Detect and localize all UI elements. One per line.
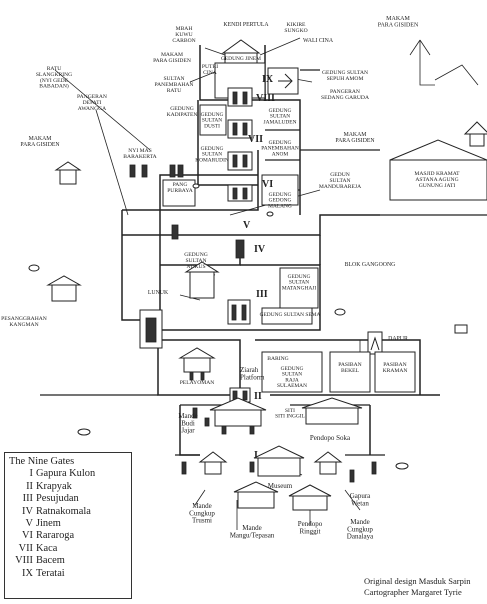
buildings bbox=[28, 39, 487, 511]
legend-item-number: IX bbox=[22, 567, 33, 579]
legend-item-name: Bacem bbox=[36, 555, 65, 567]
label-gedung-sultan-sema: GEDUNG SULTAN SEMA bbox=[260, 312, 321, 318]
gate-numeral: II bbox=[254, 391, 262, 402]
gate-numeral: VII bbox=[248, 134, 263, 145]
legend-item-number: VI bbox=[22, 530, 33, 542]
legend-item-number: III bbox=[22, 493, 33, 505]
legend-item-name: Gapura Kulon bbox=[36, 468, 96, 480]
legend-item-name: Ratnakomala bbox=[36, 505, 91, 517]
gate-numeral: VI bbox=[262, 179, 273, 190]
complex-walls bbox=[40, 45, 487, 456]
legend-item-name: Pesujudan bbox=[36, 493, 79, 505]
legend-item-name: Teratai bbox=[36, 567, 65, 579]
label-gedung-jinem: GEDUNG JINEM bbox=[221, 56, 261, 62]
gate-numeral: I bbox=[254, 450, 258, 461]
label-lunuk: LUNUK bbox=[148, 290, 169, 296]
label-pendopo-soka: Pendopo Soka bbox=[310, 434, 351, 442]
label-blok-gangoong: BLOK GANGOONG bbox=[345, 262, 396, 268]
legend-title: The Nine Gates bbox=[9, 456, 75, 467]
gate-numeral: V bbox=[243, 220, 251, 231]
label-pelayoman: PELAYOMAN bbox=[180, 380, 215, 386]
gate-numeral: VIII bbox=[256, 93, 275, 104]
legend-item-number: II bbox=[26, 480, 33, 492]
credit-cartographer: Cartographer Margaret Tyrie bbox=[364, 587, 462, 597]
legend-item-name: Jinem bbox=[36, 518, 61, 530]
legend-item-number: VII bbox=[18, 542, 33, 554]
legend-item-number: VIII bbox=[15, 555, 33, 567]
label-dapur: DAPUR bbox=[388, 336, 408, 342]
legend-item-name: Kaca bbox=[36, 542, 58, 554]
gate-numeral: III bbox=[256, 289, 268, 300]
label-wali-cina: WALI CINA bbox=[303, 38, 334, 44]
legend-item-number: IV bbox=[22, 505, 33, 517]
legend-item-number: I bbox=[29, 468, 33, 480]
label-baring: BARING bbox=[267, 356, 288, 362]
credit-design: Original design Masduk Sarpin bbox=[364, 576, 471, 586]
legend-item-name: Krapyak bbox=[36, 480, 72, 492]
gate-numerals: IX VIII VII VI V IV III II I bbox=[243, 74, 275, 461]
label-kendi-pertula: KENDI PERTULA bbox=[223, 22, 269, 28]
gate-numeral: IX bbox=[262, 74, 274, 85]
credit-block: Original design Masduk Sarpin Cartograph… bbox=[364, 576, 486, 598]
gate-numeral: IV bbox=[254, 244, 266, 255]
label-museum: Museum bbox=[268, 482, 293, 490]
legend-item-number: V bbox=[25, 518, 33, 530]
legend-item-name: Rararoga bbox=[36, 530, 75, 542]
